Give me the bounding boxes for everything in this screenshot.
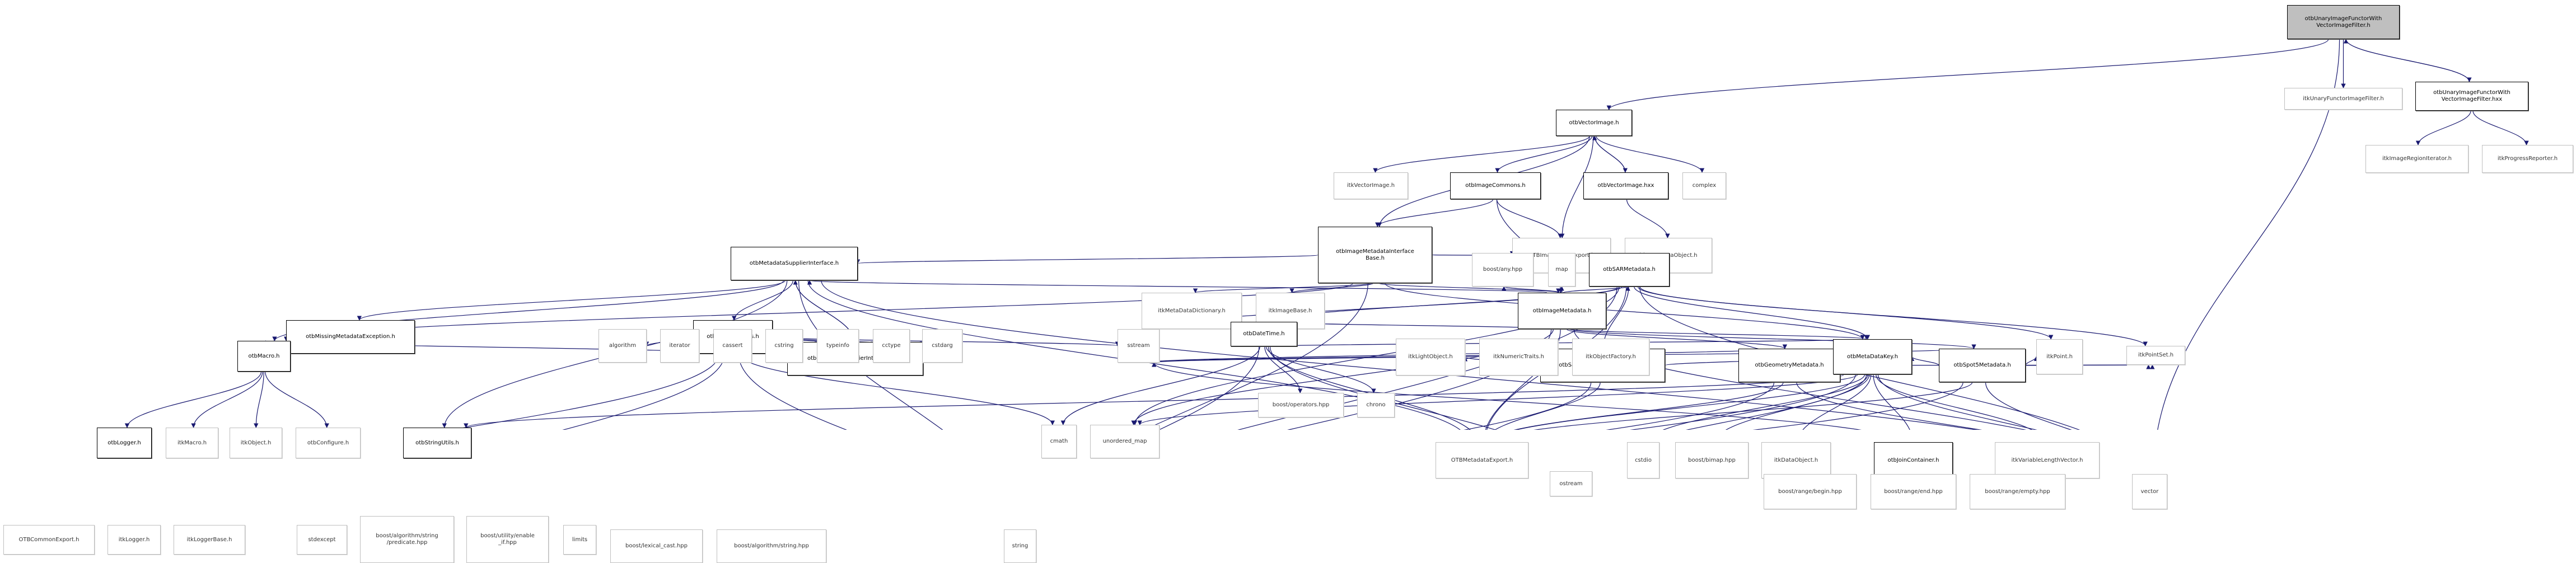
node-otb-vector-image-hxx[interactable]: otbVectorImage.hxx — [1583, 172, 1668, 199]
edge-otbSARMetadata-to-otbMetaDataKey — [1634, 287, 1868, 339]
node-boost-algorithm-string: boost/algorithm/string.hpp — [717, 529, 826, 563]
node-otbmetadata-export: OTBMetadataExport.h — [1436, 442, 1528, 478]
edge-otbImageMetadata-to-otbSARMetadata — [1563, 287, 1628, 293]
node-vector: vector — [2132, 474, 2167, 509]
edge-otbMetadataSupplierInterface-to-otbMissingMetadataException — [359, 280, 786, 320]
node-unary-hxx[interactable]: otbUnaryImageFunctorWith VectorImageFilt… — [2415, 82, 2528, 111]
node-otb-image-metadata-interface-base[interactable]: otbImageMetadataInterface Base.h — [1318, 227, 1432, 283]
edge-unaryHxx-to-itkImageRegionIterator — [2418, 111, 2471, 145]
node-otb-meta-data-key[interactable]: otbMetaDataKey.h — [1833, 339, 1912, 374]
edge-otbVectorImage-to-itkVectorImage — [1375, 136, 1589, 172]
node-otb-image-commons[interactable]: otbImageCommons.h — [1450, 172, 1541, 199]
edge-otbMacro-to-itkObject — [256, 372, 264, 428]
node-otbcommon-export: OTBCommonExport.h — [3, 525, 95, 555]
node-otb-vector-image[interactable]: otbVectorImage.h — [1556, 110, 1632, 136]
node-otb-geometry-metadata[interactable]: otbGeometryMetadata.h — [1738, 349, 1840, 382]
node-string: string — [1004, 529, 1036, 563]
node-complex: complex — [1682, 172, 1726, 199]
dependency-graph-edges — [0, 0, 2576, 430]
node-otb-image-metadata[interactable]: otbImageMetadata.h — [1518, 293, 1606, 329]
node-boost-range-begin: boost/range/begin.hpp — [1764, 474, 1857, 509]
node-cctype: cctype — [873, 329, 910, 363]
edge-unaryHxx-to-itkProgressReporter — [2473, 111, 2527, 145]
node-cstring: cstring — [765, 329, 803, 363]
node-cmath: cmath — [1041, 425, 1077, 458]
node-cstdio: cstdio — [1627, 442, 1659, 478]
edge-otbSpot5Metadata-to-otbMetaDataKey — [1912, 357, 1939, 366]
edge-otbVectorImage-to-complex — [1596, 136, 1702, 172]
node-map: map — [1548, 253, 1575, 287]
node-itk-numeric-traits: itkNumericTraits.h — [1479, 339, 1558, 376]
node-itk-unary-functor-image-filter: itkUnaryFunctorImageFilter.h — [2284, 88, 2402, 110]
node-unordered-map: unordered_map — [1090, 425, 1160, 458]
node-sstream: sstream — [1118, 329, 1160, 363]
edge-otbImageCommons-to-otbImageMetadataInterfaceBase — [1377, 199, 1493, 227]
node-boost-enable-if: boost/utility/enable _if.hpp — [466, 516, 549, 563]
edge-otbGeometryMetadata-to-vector — [1797, 382, 2143, 430]
node-boost-range-empty: boost/range/empty.hpp — [1970, 474, 2065, 509]
node-otb-missing-metadata-exception[interactable]: otbMissingMetadataException.h — [286, 320, 415, 354]
edge-otbGeometryMetadata-to-OTBMetadataExport — [1488, 382, 1783, 430]
node-otb-logger[interactable]: otbLogger.h — [97, 428, 152, 458]
edge-otbImageMetadata-to-otbMetaDataKey — [1568, 329, 1866, 339]
node-itk-logger: itkLogger.h — [107, 525, 161, 555]
node-iterator: iterator — [660, 329, 699, 363]
node-cassert: cassert — [713, 329, 752, 363]
edge-otbImageCommons-to-OTBImageBaseExport — [1497, 199, 1560, 238]
node-stdexcept: stdexcept — [297, 525, 347, 555]
node-itk-object: itkObject.h — [230, 428, 282, 458]
node-itk-meta-data-dictionary: itkMetaDataDictionary.h — [1142, 293, 1242, 329]
node-itk-progress-reporter: itkProgressReporter.h — [2482, 145, 2573, 173]
node-otb-string-utils[interactable]: otbStringUtils.h — [403, 428, 471, 458]
edge-otbSpot5Metadata-to-vector — [1985, 382, 2146, 430]
node-ostream: ostream — [1550, 471, 1592, 496]
node-otb-join-container[interactable]: otbJoinContainer.h — [1874, 442, 1953, 478]
node-itk-point-set: itkPointSet.h — [2126, 346, 2185, 365]
node-otb-macro[interactable]: otbMacro.h — [237, 341, 291, 372]
edge-otbMetaDataKey-to-cstdio — [1648, 374, 1868, 430]
node-limits: limits — [563, 525, 596, 555]
edge-otbVectorImageHxx-to-otbVectorImage — [1595, 136, 1625, 172]
node-otb-spot5metadata[interactable]: otbSpot5Metadata.h — [1939, 349, 2026, 382]
node-itk-image-region-iterator: itkImageRegionIterator.h — [2365, 145, 2469, 173]
node-otb-sarmetadata[interactable]: otbSARMetadata.h — [1589, 253, 1670, 287]
node-chrono: chrono — [1357, 393, 1395, 417]
edge-otbMetaDataKey-to-otbJoinContainer — [1873, 374, 1913, 430]
node-itk-variable-length-vector: itkVariableLengthVector.h — [1995, 442, 2100, 478]
edge-otbImageMetadataInterfaceBase-to-otbMetaDataKey — [1385, 283, 1863, 339]
node-otb-metadata-supplier-interface[interactable]: otbMetadataSupplierInterface.h — [731, 247, 858, 280]
node-itk-data-object: itkDataObject.h — [1761, 442, 1831, 478]
node-itk-point: itkPoint.h — [2036, 339, 2083, 374]
edge-otbStringUtilities-to-stdexcept — [330, 354, 725, 430]
node-boost-predicate: boost/algorithm/string /predicate.hpp — [360, 516, 454, 563]
node-boost-any: boost/any.hpp — [1472, 253, 1534, 287]
node-boost-bimap: boost/bimap.hpp — [1675, 442, 1748, 478]
node-boost-lexical-cast: boost/lexical_cast.hpp — [610, 529, 703, 563]
node-algorithm: algorithm — [599, 329, 647, 363]
node-root[interactable]: otbUnaryImageFunctorWith VectorImageFilt… — [2287, 5, 2400, 39]
edge-otbSpot5Metadata-to-itkPoint — [2026, 357, 2036, 366]
edge-unaryHxx-to-root — [2346, 39, 2469, 82]
node-boost-range-end: boost/range/end.hpp — [1871, 474, 1956, 509]
node-typeinfo: typeinfo — [817, 329, 859, 363]
node-itk-light-object: itkLightObject.h — [1396, 339, 1465, 376]
node-itk-macro: itkMacro.h — [166, 428, 218, 458]
node-itk-object-factory: itkObjectFactory.h — [1572, 339, 1649, 376]
edge-otbImageMetadataInterfaceBase-to-otbMetadataSupplierInterface — [858, 255, 1318, 264]
edge-otbMacro-to-otbConfigure — [265, 372, 327, 428]
node-otb-date-time[interactable]: otbDateTime.h — [1231, 322, 1297, 346]
edge-otbMacro-to-otbLogger — [127, 372, 261, 428]
node-otb-configure: otbConfigure.h — [296, 428, 361, 458]
node-itk-vector-image: itkVectorImage.h — [1334, 172, 1408, 199]
edge-otbMacro-to-itkMacro — [194, 372, 263, 428]
edge-otbDateTime-to-cmath — [1063, 346, 1260, 425]
node-itk-logger-base: itkLoggerBase.h — [174, 525, 245, 555]
node-cstdarg: cstdarg — [922, 329, 962, 363]
edge-otbVectorImageHxx-to-itkMetaDataObject — [1627, 199, 1668, 238]
edge-otbMetaDataKey-to-OTBMetadataExport — [1490, 374, 1865, 430]
edge-root-to-otbVectorImage — [1609, 39, 2329, 110]
node-boost-operators: boost/operators.hpp — [1258, 393, 1344, 417]
edge-otbStringUtilities-to-OTBCommonExport — [63, 354, 719, 430]
